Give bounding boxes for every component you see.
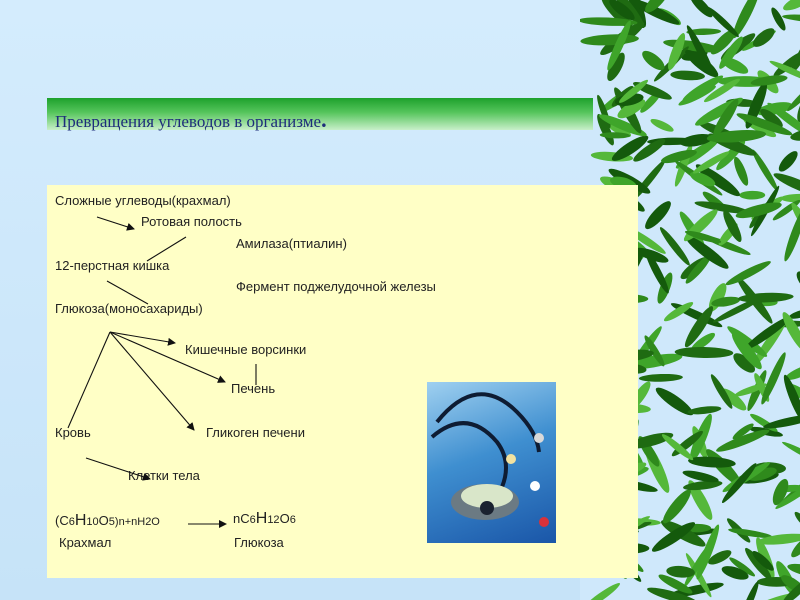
slide-title: Превращения углеводов в организме. [55,107,327,132]
text-villi: Кишечные ворсинки [185,342,307,357]
text-duodenum: 12-перстная кишка [55,258,170,273]
text-pancreatic-enzyme: Фермент поджелудочной железы [236,279,436,294]
text-oral-cavity: Ротовая полость [141,214,242,229]
text-glucose: Глюкоза(моносахариды) [55,301,203,316]
text-liver: Печень [231,381,276,396]
text-glucose-label: Глюкоза [234,535,284,550]
formula-starch-hydrolysis: (С6Н10О5)n+nH2O [55,512,160,529]
text-complex-carbs: Сложные углеводы(крахмал) [55,193,231,208]
stethoscope-photo [427,382,556,543]
text-amylase: Амилаза(птиалин) [236,236,347,251]
title-bar [47,98,593,130]
text-blood: Кровь [55,425,91,440]
text-glycogen: Гликоген печени [206,425,305,440]
formula-glucose: nС6Н12О6 [233,510,296,527]
text-body-cells: Клетки тела [128,468,200,483]
text-starch-label: Крахмал [59,535,112,550]
